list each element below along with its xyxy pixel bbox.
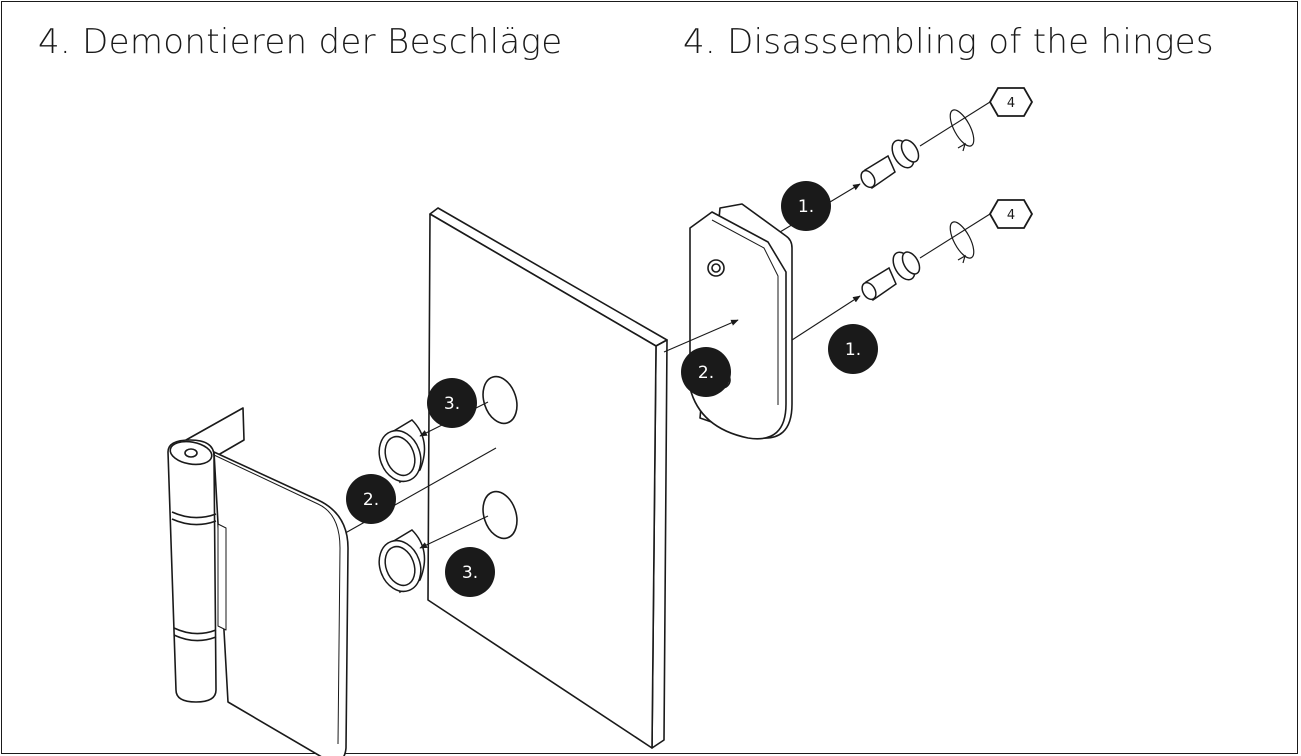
step-badge-1-upper: 1. <box>781 181 831 231</box>
step-badge-2-plate: 2. <box>681 347 731 397</box>
cover-plate <box>689 203 793 440</box>
hex-key-size-lower: 4 <box>1007 208 1015 223</box>
step-badge-1-lower-label: 1. <box>845 340 861 360</box>
screw-lower <box>861 251 921 302</box>
hex-key-icon-lower: 4 <box>988 199 1034 229</box>
rotation-arrow-lower <box>949 221 975 264</box>
title-english: 4. Disassembling of the hinges <box>683 22 1214 62</box>
step-badge-3-lower-label: 3. <box>462 563 478 583</box>
step-badge-3-upper-label: 3. <box>444 394 460 414</box>
step-badge-2-plate-label: 2. <box>698 363 714 383</box>
rotation-arrow-upper <box>949 109 975 152</box>
title-german: 4. Demontieren der Beschläge <box>38 22 563 62</box>
step-badge-3-upper: 3. <box>427 378 477 428</box>
hinge <box>167 407 349 756</box>
plate-direction-arrow <box>663 319 739 353</box>
bushing-lower <box>378 529 426 594</box>
step-badge-3-lower: 3. <box>445 547 495 597</box>
screw-upper <box>860 139 920 190</box>
hex-key-size-upper: 4 <box>1007 96 1015 111</box>
step-badge-2-hinge-label: 2. <box>363 490 379 510</box>
glass-hole-upper <box>482 375 518 425</box>
step-badge-1-upper-label: 1. <box>798 197 814 217</box>
step-badge-2-hinge: 2. <box>346 474 396 524</box>
hex-key-icon-upper: 4 <box>988 87 1034 117</box>
bushing-upper <box>378 419 426 484</box>
step-badge-1-lower: 1. <box>828 324 878 374</box>
glass-pane <box>427 207 668 749</box>
glass-hole-lower <box>482 490 518 540</box>
